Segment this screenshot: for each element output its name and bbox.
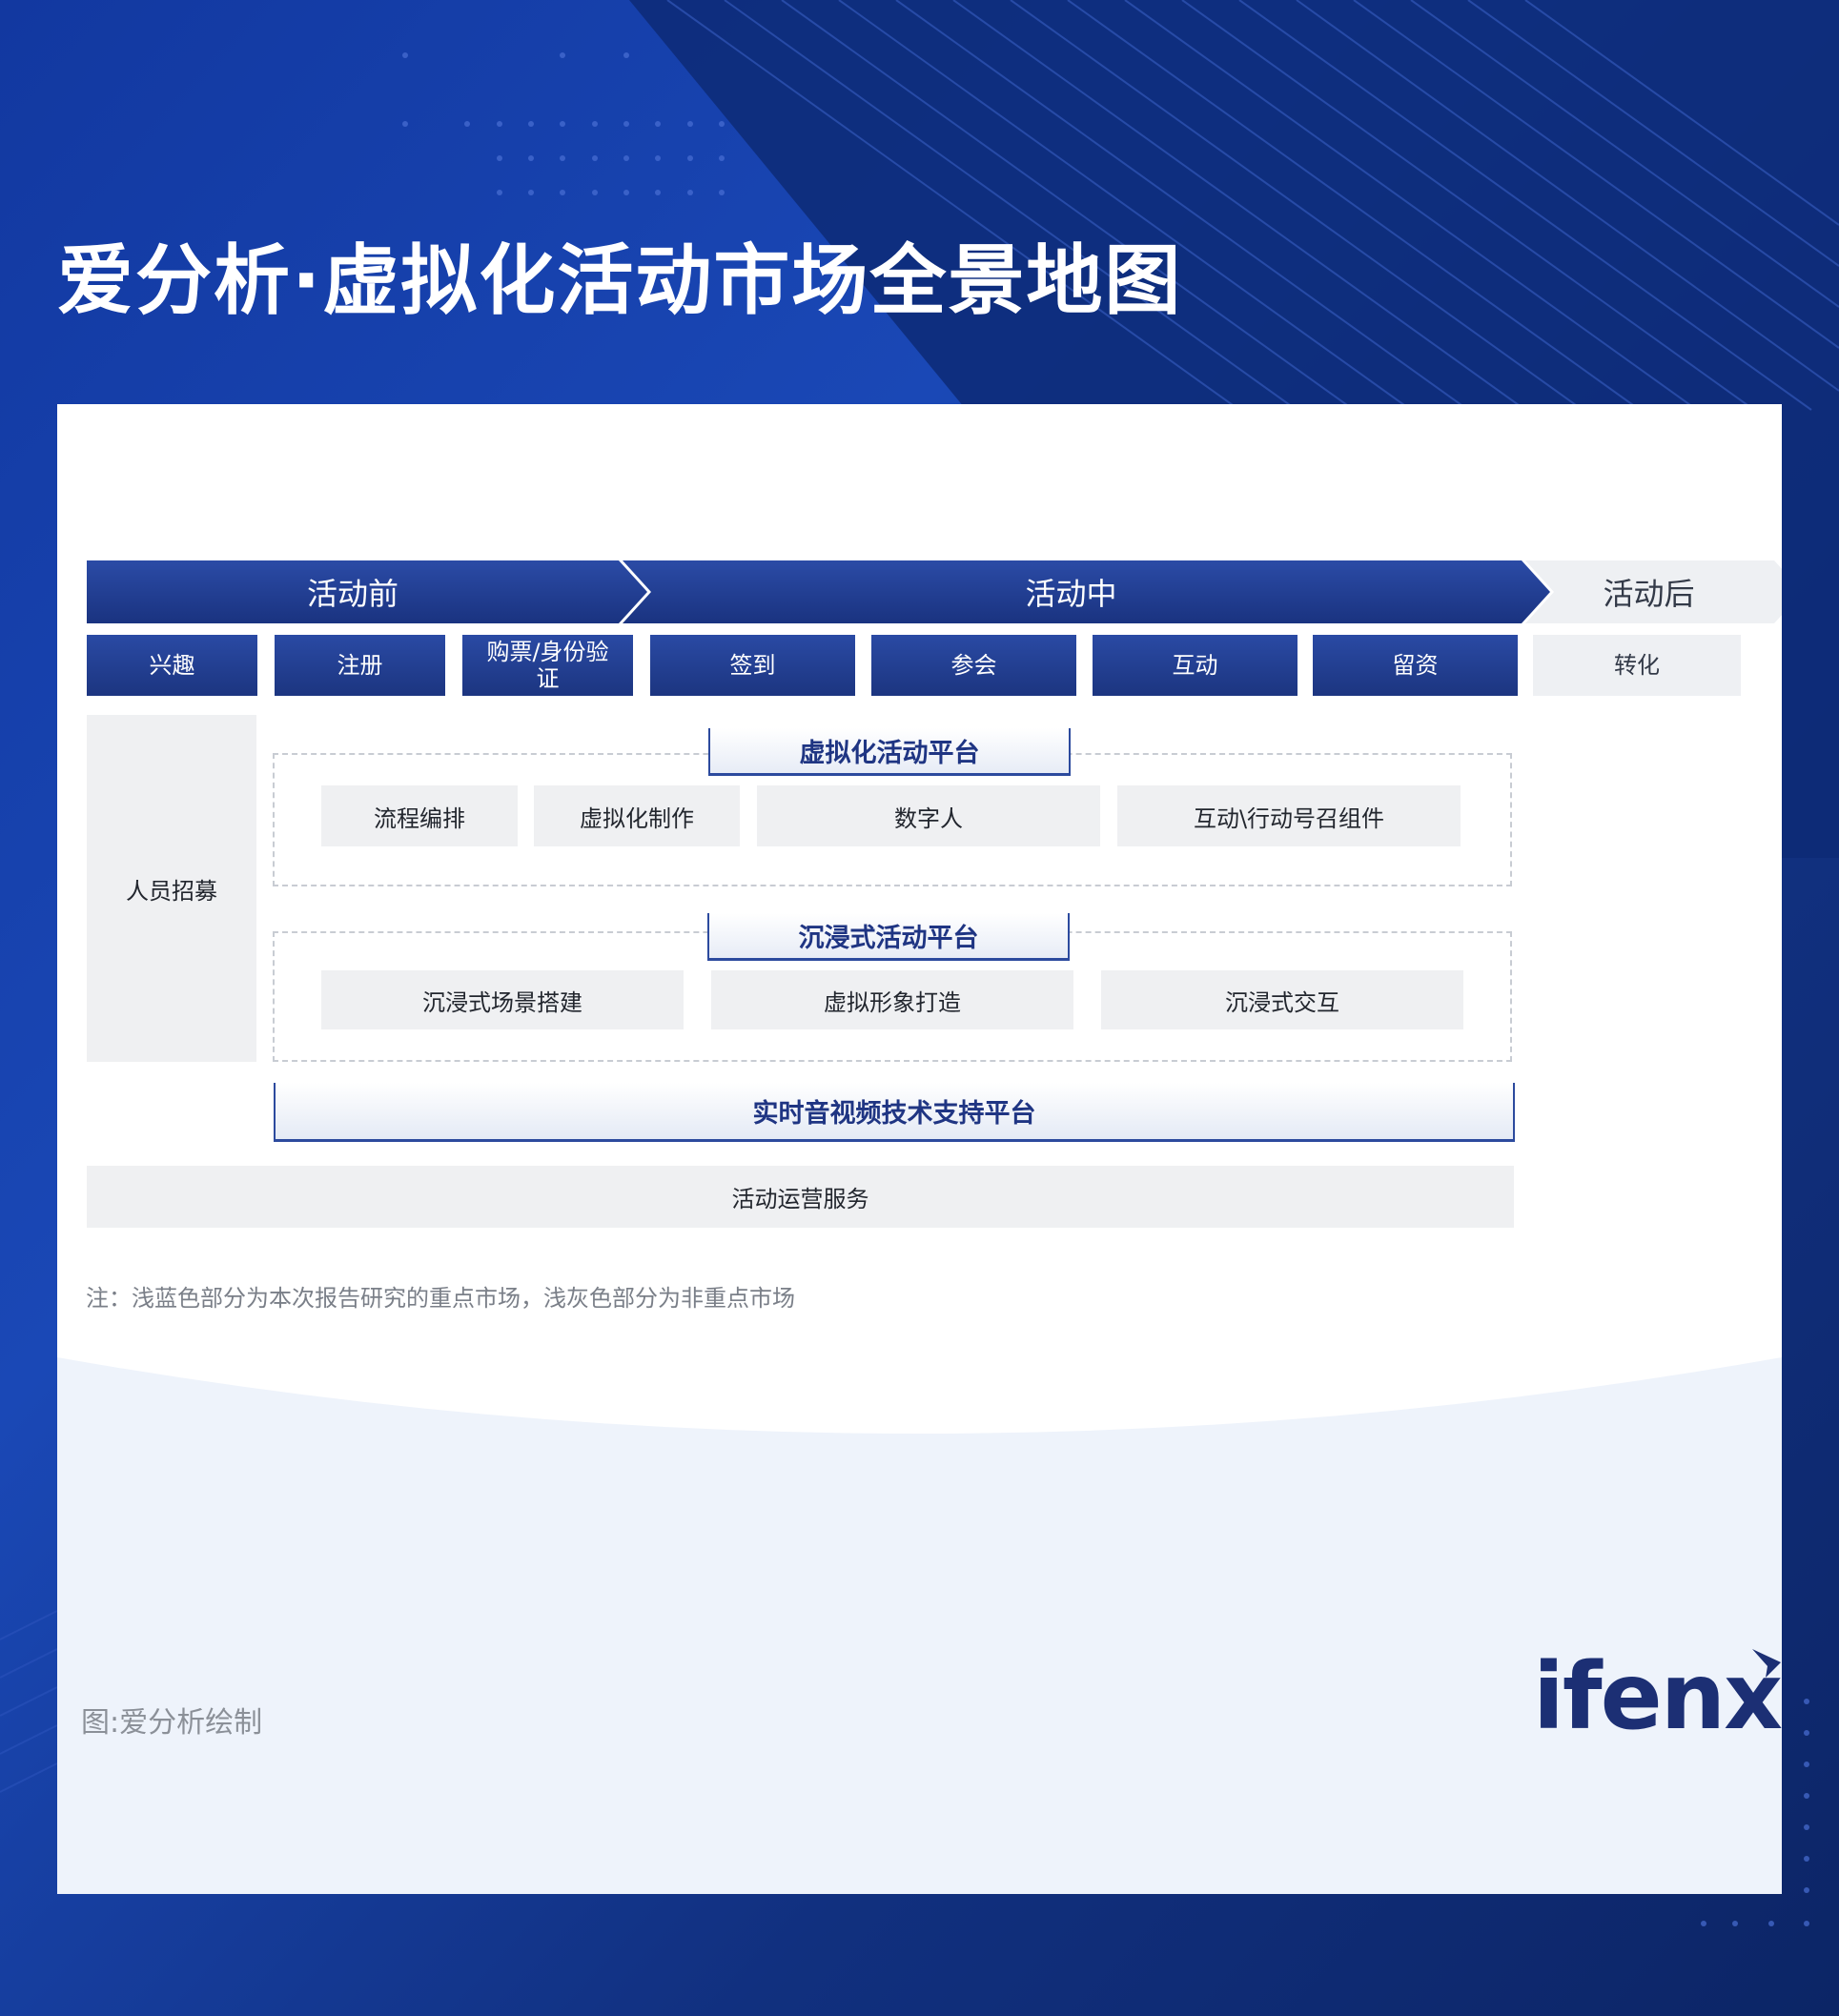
recruitment-box: 人员招募 [87, 715, 256, 1062]
card-wave-background [57, 1357, 1782, 1894]
ifenxi-logo: ifenxi [1533, 1643, 1782, 1750]
phase-before-label: 活动前 [306, 576, 398, 612]
stage-conversion: 转化 [1533, 635, 1741, 696]
virtual-item-digital-human: 数字人 [757, 785, 1100, 846]
figure-source: 图:爱分析绘制 [81, 1706, 263, 1740]
phase-arrow-before [87, 560, 647, 623]
phase-during-label: 活动中 [1025, 576, 1117, 612]
immersive-item-scene: 沉浸式场景搭建 [321, 970, 684, 1029]
virtual-item-production: 虚拟化制作 [534, 785, 740, 846]
phase-arrow-during [623, 560, 1550, 623]
stage-ticket-id: 购票/身份验证 [462, 635, 633, 696]
stage-interest: 兴趣 [87, 635, 257, 696]
logo-arrow-icon [1752, 1649, 1781, 1678]
phase-after-label: 活动后 [1603, 576, 1695, 612]
immersive-item-avatar: 虚拟形象打造 [711, 970, 1073, 1029]
legend-note: 注：浅蓝色部分为本次报告研究的重点市场，浅灰色部分为非重点市场 [86, 1285, 795, 1312]
stage-attend: 参会 [871, 635, 1076, 696]
phase-arrows [87, 560, 1782, 623]
stage-checkin: 签到 [650, 635, 855, 696]
page-title: 爱分析·虚拟化活动市场全景地图 [57, 236, 1183, 325]
stage-interact: 互动 [1093, 635, 1298, 696]
immersive-item-interaction: 沉浸式交互 [1101, 970, 1463, 1029]
rtc-platform-bar: 实时音视频技术支持平台 [274, 1083, 1515, 1142]
virtual-item-interaction: 互动\行动号召组件 [1117, 785, 1461, 846]
phase-arrow-after [1525, 560, 1782, 623]
operations-service-bar: 活动运营服务 [87, 1166, 1514, 1228]
virtual-item-process: 流程编排 [321, 785, 518, 846]
landscape-map-card: 活动前 活动中 活动后 兴趣 注册 购票/身份验证 签到 参会 互动 留资 转化… [57, 404, 1782, 1894]
stage-leads: 留资 [1313, 635, 1518, 696]
virtual-platform-title: 虚拟化活动平台 [708, 728, 1071, 776]
stage-register: 注册 [275, 635, 445, 696]
immersive-platform-title: 沉浸式活动平台 [707, 913, 1070, 961]
